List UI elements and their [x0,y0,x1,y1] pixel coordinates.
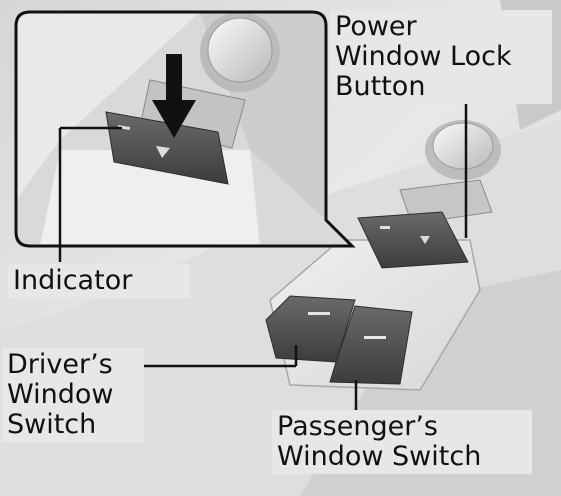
mirror-knob [432,122,494,170]
indicator-label: Indicator [8,264,190,298]
passengers-switch-mark [364,336,386,339]
lock-indicator-light [380,226,390,229]
inset-window-lock-icon [156,146,170,158]
power-window-lock-button-label: Power Window Lock Button [330,10,552,104]
passengers-window-switch-label: Passenger’s Window Switch [272,410,532,474]
drivers-switch-mark [308,312,330,315]
zoom-inset [16,12,352,246]
press-arrow-icon [152,54,196,138]
drivers-window-switch-label: Driver’s Window Switch [2,348,144,442]
passengers-window-switch[interactable] [329,305,413,385]
zoom-inset-frame [14,10,356,248]
window-lock-icon [420,236,430,244]
drivers-window-switch[interactable] [265,295,356,363]
